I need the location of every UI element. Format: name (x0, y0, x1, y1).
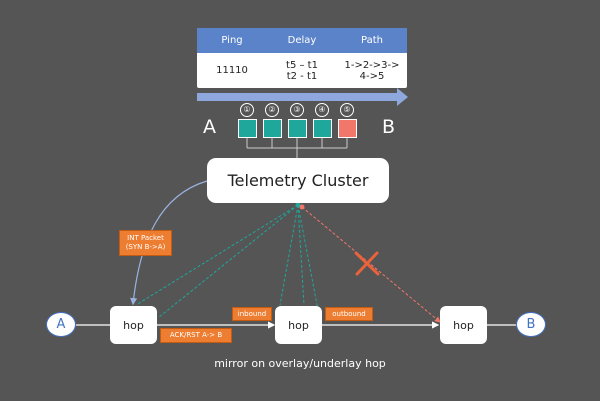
table-header: Ping Delay Path (197, 28, 407, 53)
hop-1: hop (110, 306, 157, 344)
step-number-2: ② (265, 103, 279, 117)
step-square-3 (288, 119, 307, 138)
inbound-tag: inbound (232, 307, 272, 321)
cluster-anchor-dot (295, 202, 301, 208)
endpoint-a: A (46, 312, 76, 337)
sequence-label-b: B (382, 116, 396, 138)
cell-ping: 11110 (216, 65, 248, 76)
ack-rst-tag: ACK/RST A-> B (160, 328, 232, 343)
int-packet-tag: INT Packet (SYN B->A) (119, 230, 172, 256)
step-square-4 (313, 119, 332, 138)
mirror-lines (135, 204, 319, 319)
hop-3: hop (440, 306, 487, 344)
step-number-1: ① (240, 103, 254, 117)
table-row: 11110 t5 – t1 t2 - t1 1->2->3->4->5 (197, 53, 407, 88)
step-number-4: ④ (315, 103, 329, 117)
step-number-5: ⑤ (340, 103, 354, 117)
endpoint-b: B (516, 312, 546, 337)
sequence-label-a: A (203, 116, 216, 138)
sequence-arrow (197, 88, 408, 106)
cell-delay: t5 – t1 t2 - t1 (267, 60, 337, 82)
blocked-mirror-line (301, 206, 441, 323)
header-ping: Ping (221, 35, 243, 46)
sequence-bracket (246, 138, 348, 158)
step-number-3: ③ (290, 103, 304, 117)
cross-icon (354, 251, 380, 276)
telemetry-cluster: Telemetry Cluster (207, 158, 389, 203)
int-curve-arrow (130, 180, 208, 306)
step-square-1 (238, 119, 257, 138)
header-path: Path (361, 35, 383, 46)
outbound-tag: outbound (325, 307, 373, 321)
delay-line-1: t5 – t1 (286, 59, 318, 71)
cell-path: 1->2->3->4->5 (344, 59, 400, 82)
delay-line-2: t2 - t1 (286, 70, 318, 82)
blocked-line-dot (299, 204, 305, 210)
step-square-5 (338, 119, 357, 138)
step-square-2 (263, 119, 282, 138)
telemetry-table: Ping Delay Path 11110 t5 – t1 t2 - t1 1-… (197, 28, 407, 88)
hop-2: hop (275, 306, 322, 344)
header-delay: Delay (287, 35, 317, 46)
diagram-caption: mirror on overlay/underlay hop (214, 357, 386, 370)
